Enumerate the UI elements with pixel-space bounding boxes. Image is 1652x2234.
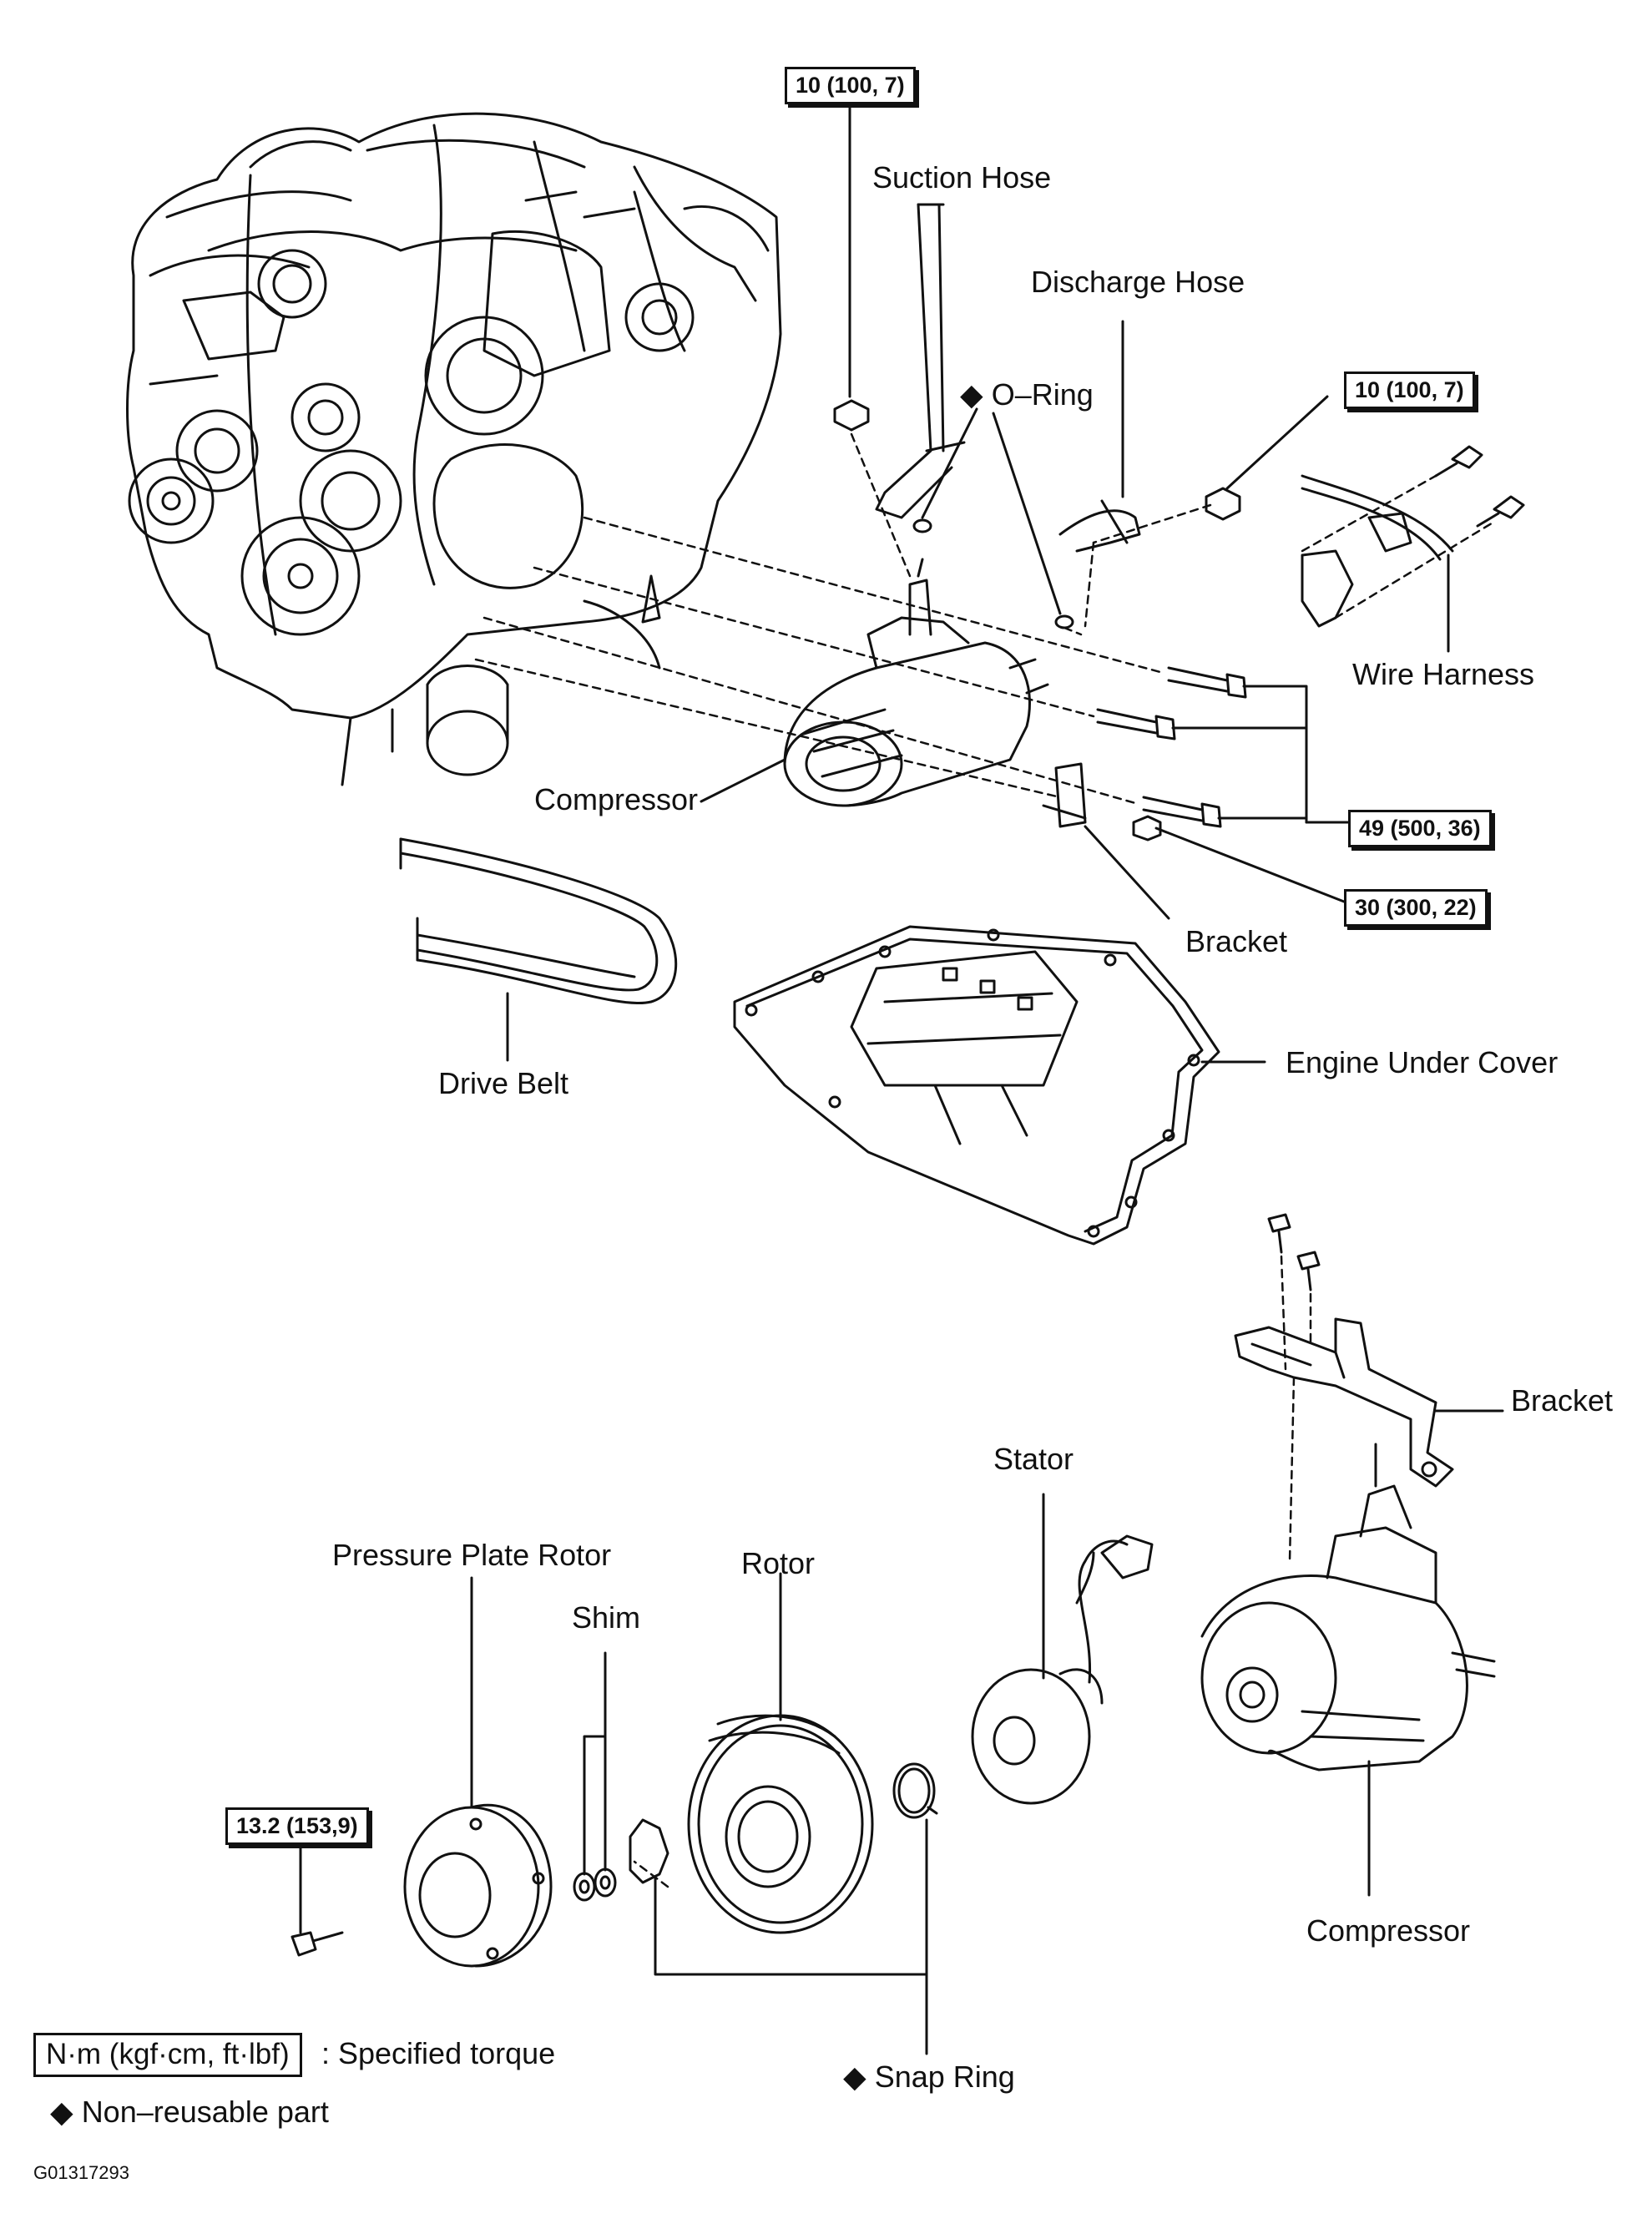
engine-illustration <box>126 112 782 786</box>
plate-bolt-icon <box>290 1931 344 1957</box>
label-suction-hose: Suction Hose <box>872 160 1052 195</box>
compressor-bolt-icon <box>1142 796 1222 828</box>
engine-under-cover <box>733 925 1220 1246</box>
shim-icon <box>594 1868 617 1898</box>
label-discharge-hose: Discharge Hose <box>1031 265 1245 299</box>
label-compressor-top: Compressor <box>534 782 699 816</box>
wire-harness <box>1301 474 1454 628</box>
label-pressure-plate-rotor: Pressure Plate Rotor <box>332 1538 612 1572</box>
label-bracket-lower: Bracket <box>1511 1383 1614 1418</box>
bolt-icon <box>1434 445 1483 478</box>
rotor <box>687 1714 874 1934</box>
compressor-bottom <box>1200 1443 1496 1772</box>
compressor-bolt-icon <box>1096 708 1176 740</box>
torque-bracket-nut: 30 (300, 22) <box>1344 889 1488 927</box>
o-ring-icon <box>1054 614 1074 629</box>
shim-icon <box>573 1872 596 1902</box>
label-wire-harness: Wire Harness <box>1352 657 1535 691</box>
label-o-ring: ◆ O–Ring <box>960 377 1094 412</box>
stator <box>971 1534 1154 1805</box>
label-rotor: Rotor <box>741 1546 816 1580</box>
label-drive-belt: Drive Belt <box>438 1066 569 1100</box>
bolt-icon <box>1267 1213 1291 1254</box>
legend-torque-unit: N·m (kgf·cm, ft·lbf) <box>33 2033 302 2077</box>
snap-ring-small <box>629 1818 669 1884</box>
label-snap-ring: ◆ Snap Ring <box>843 2060 1015 2094</box>
bolt-icon <box>1296 1251 1321 1291</box>
shim-icon <box>599 1875 611 1890</box>
legend-nonreusable: ◆ Non–reusable part <box>50 2095 329 2129</box>
discharge-hose <box>1058 320 1141 553</box>
label-bracket-top: Bracket <box>1185 924 1288 958</box>
bracket-lower <box>1234 1317 1454 1488</box>
label-shim: Shim <box>572 1600 641 1635</box>
bracket-nut-icon <box>1132 815 1162 842</box>
torque-suction-nut: 10 (100, 7) <box>785 67 916 104</box>
snap-ring <box>892 1762 938 1819</box>
compressor-bolt-icon <box>1167 666 1247 699</box>
bracket-top <box>1042 762 1087 828</box>
torque-compressor-bolts: 49 (500, 36) <box>1348 810 1492 847</box>
discharge-nut-icon <box>1205 487 1241 521</box>
o-ring-icon <box>912 518 932 533</box>
suction-hose <box>875 203 966 519</box>
torque-plate-bolt: 13.2 (153,9) <box>225 1807 369 1845</box>
label-engine-under-cover: Engine Under Cover <box>1286 1045 1559 1079</box>
shim-icon <box>578 1879 590 1894</box>
label-stator: Stator <box>993 1442 1074 1476</box>
legend-torque-text: : Specified torque <box>321 2036 556 2070</box>
pressure-plate-rotor <box>403 1803 553 1968</box>
figure-code: G01317293 <box>33 2162 129 2183</box>
label-compressor-bottom: Compressor <box>1306 1913 1471 1948</box>
bolt-icon <box>1476 495 1525 528</box>
compressor-top-leader <box>700 758 786 803</box>
torque-discharge-nut: 10 (100, 7) <box>1344 371 1475 409</box>
suction-nut-icon <box>833 399 870 432</box>
drive-belt <box>399 837 678 1005</box>
compressor-top <box>783 558 1049 807</box>
